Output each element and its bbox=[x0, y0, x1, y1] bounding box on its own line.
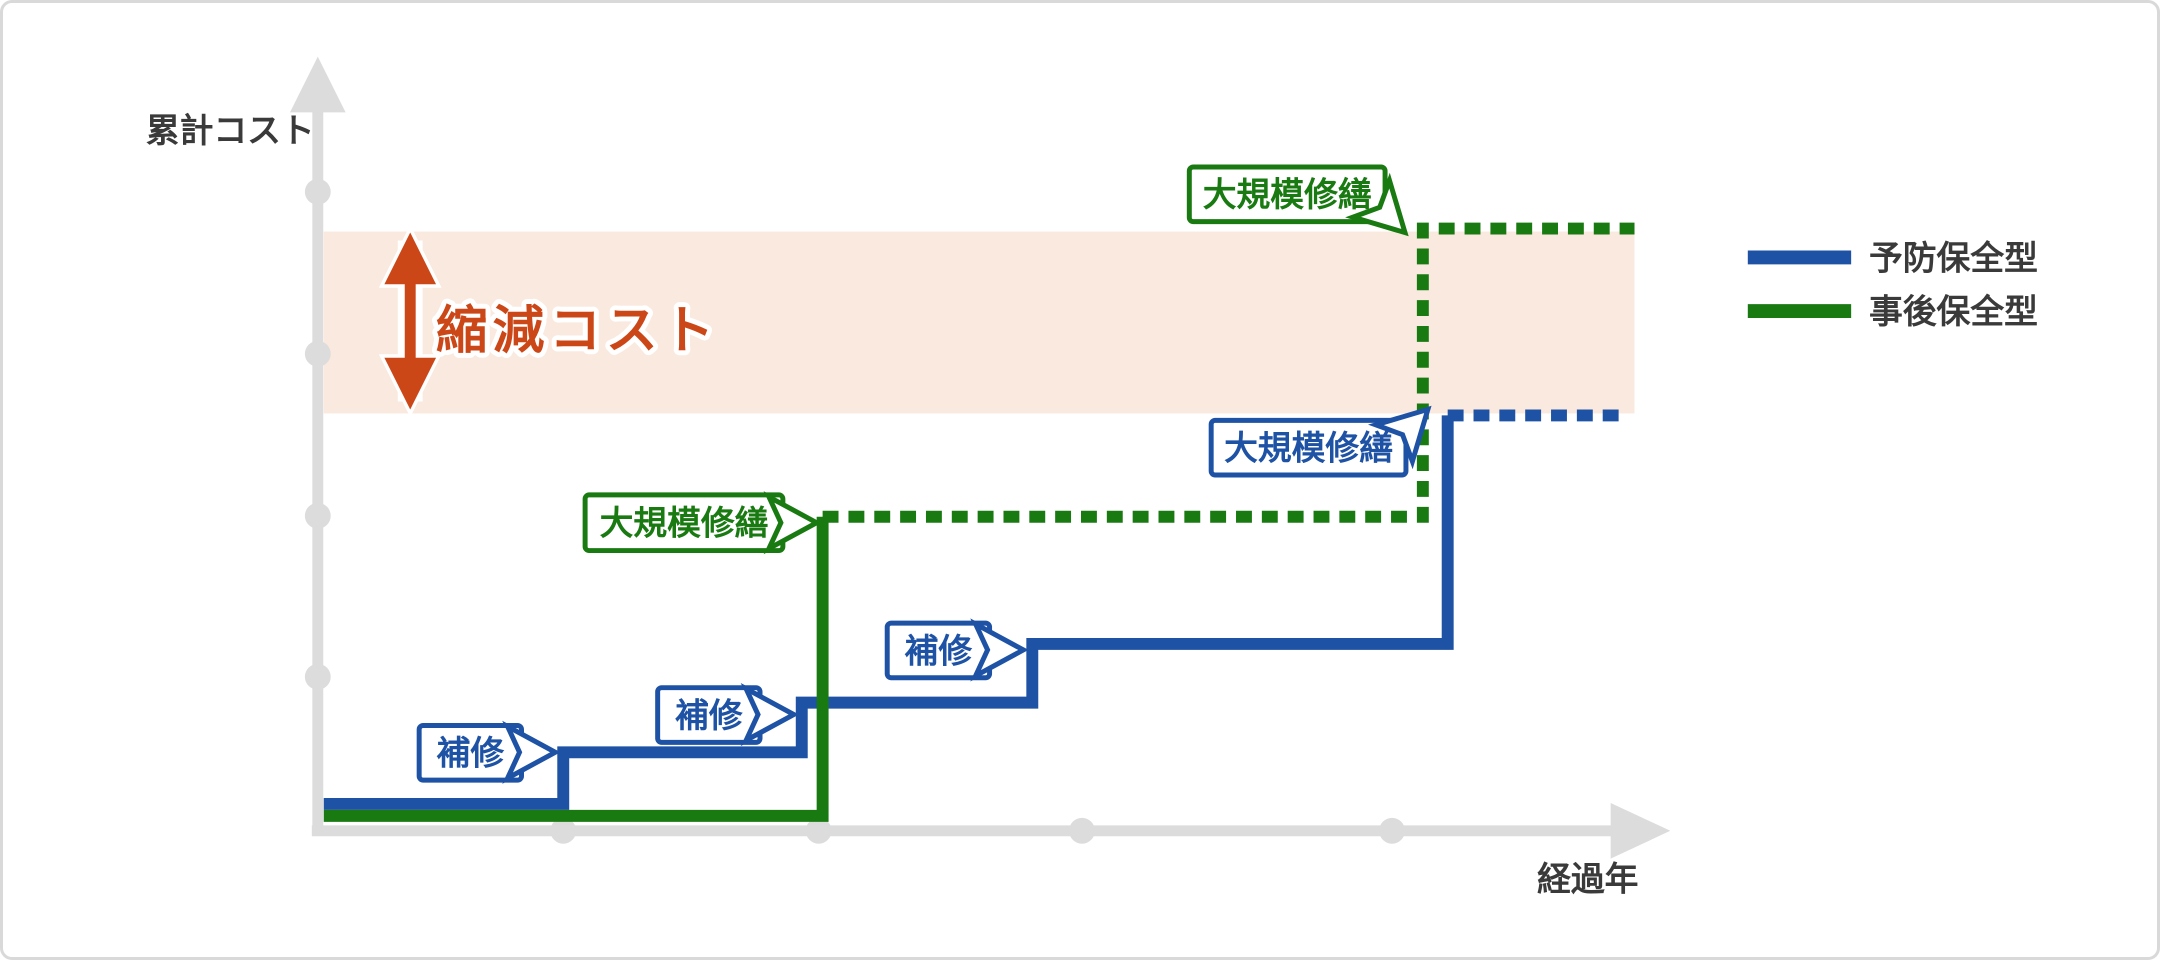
legend: 予防保全型 事後保全型 bbox=[1747, 238, 2038, 331]
callout-major-renovation-blue-label: 大規模修繕 bbox=[1224, 430, 1393, 468]
legend-label-corrective: 事後保全型 bbox=[1869, 292, 2038, 331]
callout-major-renovation-green-top: 大規模修繕 bbox=[1186, 164, 1409, 237]
legend-label-preventive: 予防保全型 bbox=[1869, 238, 2038, 277]
y-axis-label: 累計コスト bbox=[146, 112, 315, 150]
callout-repair-3: 補修 bbox=[884, 618, 1029, 682]
callout-repair-3-label: 補修 bbox=[905, 632, 973, 670]
callout-major-renovation-green-mid: 大規模修繕 bbox=[582, 491, 822, 555]
cost-reduction-band bbox=[323, 231, 1635, 414]
maintenance-cost-chart: 縮減コスト 累計コスト 経過年 予防保全型 事後保全型 補修 補修 補修 大規模… bbox=[146, 56, 2038, 898]
reduction-double-arrow-icon bbox=[378, 224, 442, 418]
callout-major-renovation-green-mid-label: 大規模修繕 bbox=[600, 505, 769, 543]
series-lines bbox=[323, 222, 1635, 822]
axes bbox=[289, 56, 1671, 859]
callout-repair-2: 補修 bbox=[655, 682, 800, 747]
callout-major-renovation-green-top-label: 大規模修繕 bbox=[1203, 176, 1372, 214]
reduction-cost-label: 縮減コスト bbox=[436, 301, 719, 359]
callout-repair-2-label: 補修 bbox=[675, 697, 743, 735]
callout-bubbles: 補修 補修 補修 大規模修繕 大規模修繕 大規模修繕 bbox=[416, 164, 1432, 784]
callout-repair-1-label: 補修 bbox=[437, 735, 505, 773]
callout-major-renovation-blue: 大規模修繕 bbox=[1208, 405, 1432, 478]
x-axis-label: 経過年 bbox=[1537, 860, 1638, 898]
callout-repair-1: 補修 bbox=[416, 720, 561, 784]
